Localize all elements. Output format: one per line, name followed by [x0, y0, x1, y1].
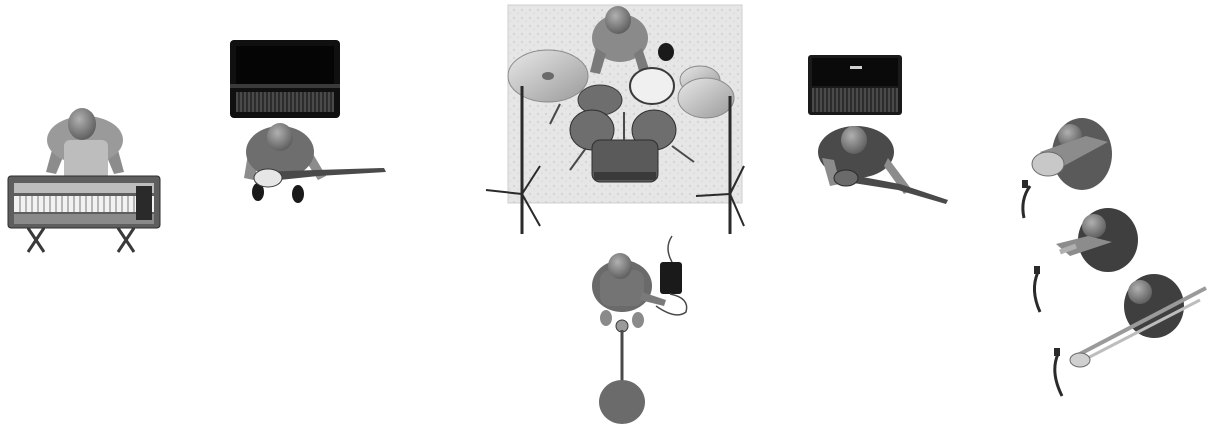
sax-player-icon	[1022, 118, 1112, 218]
keyboard-icon	[8, 176, 160, 252]
guitar-player-icon	[244, 123, 386, 203]
trombone-player-icon	[1054, 274, 1206, 396]
amp-icon	[808, 55, 902, 115]
vocalist-icon	[592, 253, 666, 328]
mic-stand-round-base-icon	[599, 320, 645, 424]
bass-player-icon	[818, 126, 948, 204]
keyboard-player-icon	[46, 108, 124, 180]
trumpet-player-icon	[1034, 208, 1138, 312]
amp-icon	[230, 40, 340, 118]
